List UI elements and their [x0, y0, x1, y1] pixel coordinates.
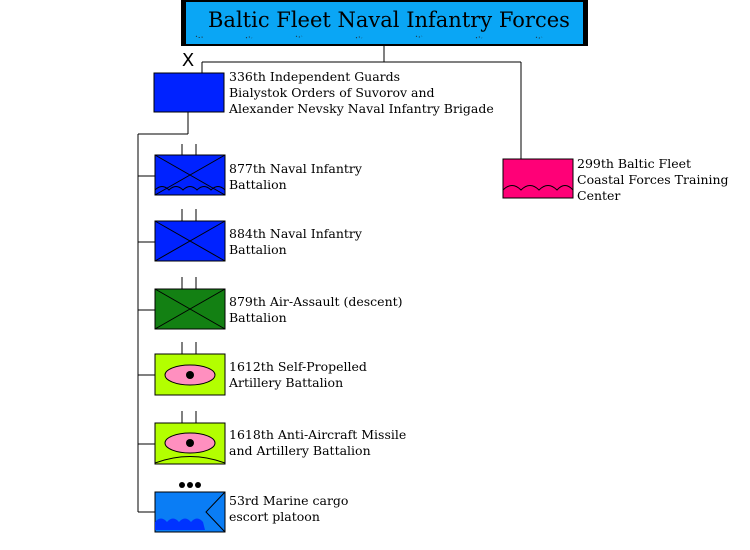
unit-1618-symbol: [154, 422, 226, 465]
unit-label-879: 879th Air-Assault (descent) Battalion: [229, 294, 403, 326]
unit-label-line: 53rd Marine cargo: [229, 493, 349, 508]
unit-label-line: 877th Naval Infantry: [229, 161, 362, 176]
unit-label-1612: 1612th Self-Propelled Artillery Battalio…: [229, 359, 367, 391]
unit-label-line: and Artillery Battalion: [229, 443, 371, 458]
page-title: Baltic Fleet Naval Infantry Forces: [208, 8, 570, 32]
brigade-label: 336th Independent Guards Bialystok Order…: [229, 69, 494, 117]
training-center-label: 299th Baltic Fleet Coastal Forces Traini…: [577, 156, 729, 204]
unit-879-symbol: [154, 288, 226, 330]
training-center-label-line: 299th Baltic Fleet: [577, 156, 692, 171]
unit-label-line: 1618th Anti-Aircraft Missile: [229, 427, 407, 442]
unit-1612-symbol: [154, 353, 226, 396]
unit-label-line: 1612th Self-Propelled: [229, 359, 367, 374]
connector-lines: [137, 46, 522, 513]
unit-label-line: Battalion: [229, 177, 287, 192]
battalion-echelon-ticks: [181, 144, 197, 423]
brigade-label-line: 336th Independent Guards: [229, 69, 401, 84]
unit-label-line: Battalion: [229, 242, 287, 257]
brigade-label-line: Alexander Nevsky Naval Infantry Brigade: [229, 101, 494, 116]
training-center-box: [502, 158, 574, 199]
unit-label-line: 879th Air-Assault (descent): [229, 294, 403, 309]
unit-label-884: 884th Naval Infantry Battalion: [229, 226, 362, 258]
brigade-symbol: X: [153, 50, 225, 113]
unit-877-symbol: [154, 154, 226, 196]
brigade-unit-box: [153, 72, 225, 113]
brigade-echelon-symbol: X: [182, 50, 194, 71]
training-center-symbol: [502, 158, 574, 199]
unit-label-line: 884th Naval Infantry: [229, 226, 362, 241]
title-banner: Baltic Fleet Naval Infantry Forces: [181, 0, 588, 46]
unit-label-line: Battalion: [229, 310, 287, 325]
unit-label-877: 877th Naval Infantry Battalion: [229, 161, 362, 193]
unit-label-53: 53rd Marine cargo escort platoon: [229, 493, 348, 525]
unit-label-line: escort platoon: [229, 509, 320, 524]
brigade-label-line: Bialystok Orders of Suvorov and: [229, 85, 435, 100]
training-center-label-line: Coastal Forces Training: [577, 172, 729, 187]
title-banner-decoration: [195, 35, 543, 39]
unit-label-1618: 1618th Anti-Aircraft Missile and Artille…: [229, 427, 406, 459]
coastal-wave-icon: [502, 185, 574, 191]
unit-53-symbol: [154, 482, 226, 533]
unit-884-symbol: [154, 220, 226, 262]
training-center-label-line: Center: [577, 188, 621, 203]
unit-label-line: Artillery Battalion: [229, 375, 344, 390]
